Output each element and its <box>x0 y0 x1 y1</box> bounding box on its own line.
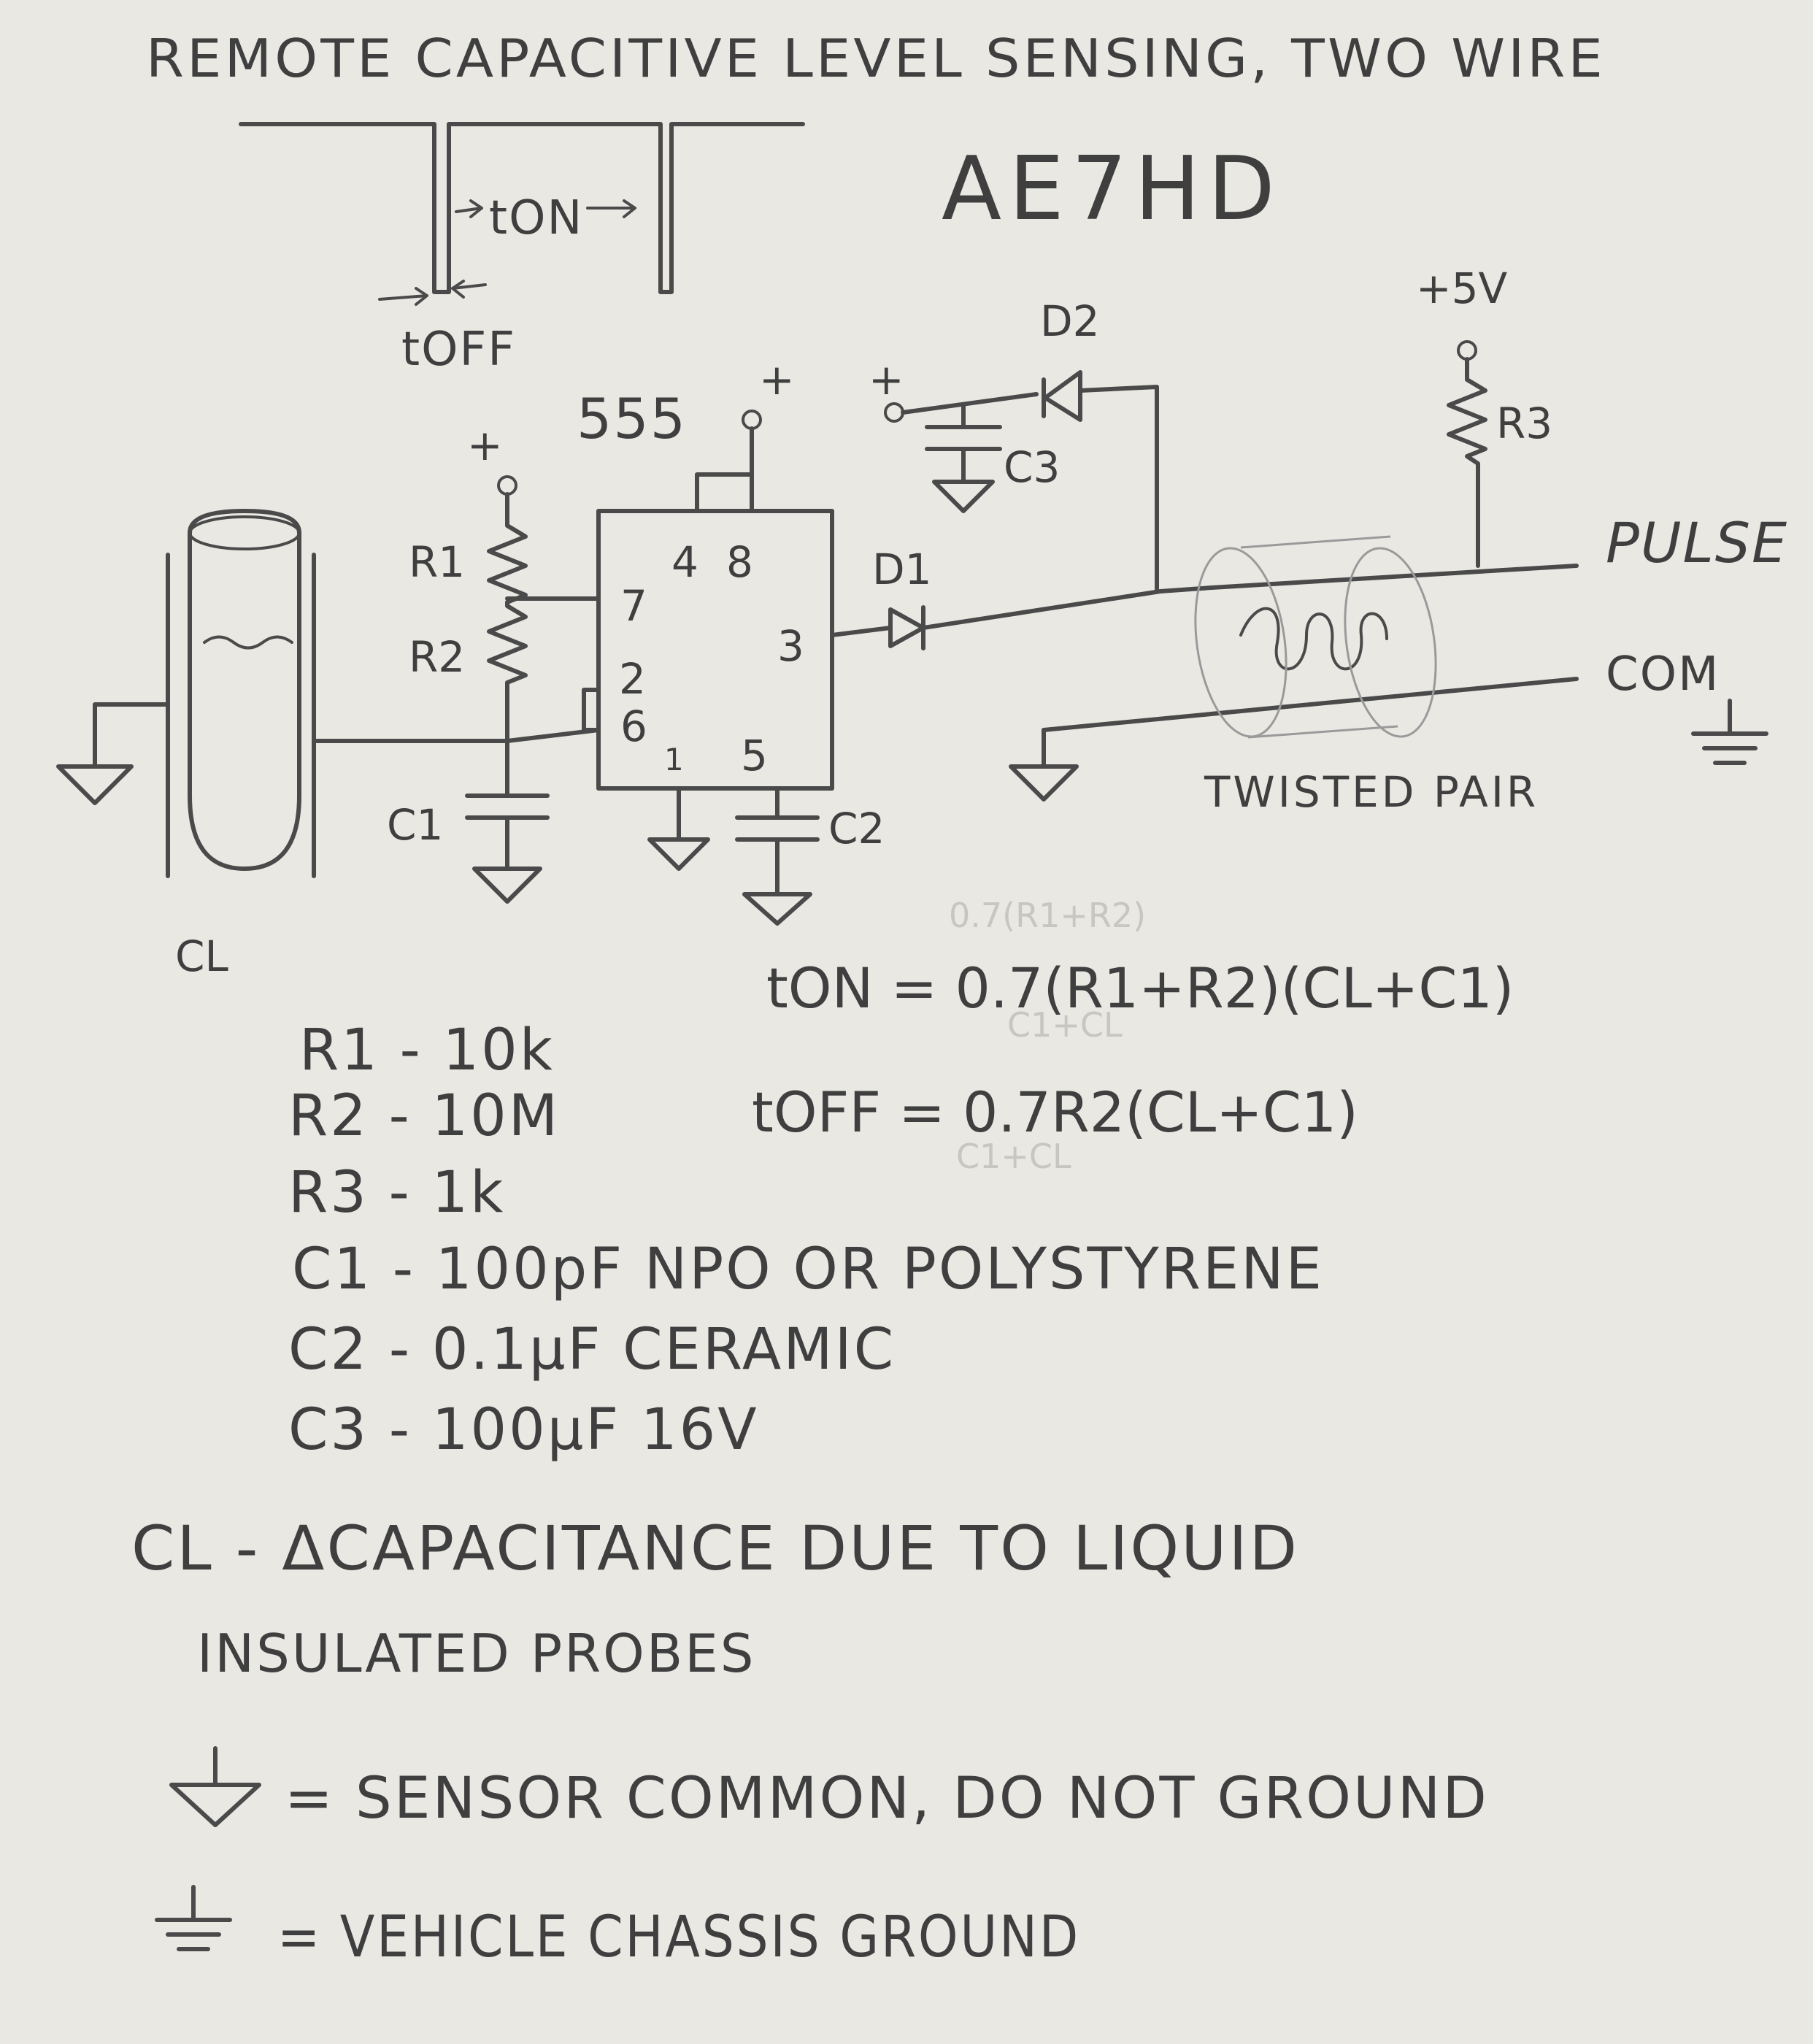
c1-label: C1 <box>387 800 443 850</box>
part-c1: C1 - 100pF NPO OR POLYSTYRENE <box>292 1237 1324 1302</box>
pin5-label: 5 <box>741 731 768 780</box>
r3-label: R3 <box>1496 399 1552 448</box>
twisted-pair-coil <box>1194 535 1437 739</box>
c3-supply-wire <box>901 392 1039 415</box>
ton-formula: tON = 0.7(R1+R2)(CL+C1) <box>766 956 1514 1021</box>
d1-to-pulse-wire <box>921 585 1214 630</box>
pin3-output-wire <box>830 626 893 637</box>
left-probe-ground-wire <box>93 702 170 769</box>
com-ground-wire <box>1009 728 1079 802</box>
twisted-pair-label: TWISTED PAIR <box>1204 767 1539 817</box>
pin4-label: 4 <box>671 537 698 587</box>
r3-resistor <box>1447 357 1487 568</box>
toff-formula: tOFF = 0.7R2(CL+C1) <box>752 1080 1358 1145</box>
timing-waveform <box>239 122 805 306</box>
r1-label: R1 <box>409 537 465 587</box>
chassis-ground-note: = VEHICLE CHASSIS GROUND <box>277 1905 1080 1970</box>
cl-label: CL <box>175 931 228 981</box>
ghost-formula-mid: C1+CL <box>1007 1005 1123 1045</box>
c3-plus-label: + <box>869 355 904 404</box>
t-on-label: tON <box>489 191 583 245</box>
pin2-pin6-tie <box>582 688 601 732</box>
part-r3: R3 - 1k <box>288 1160 505 1226</box>
sensor-common-note: = SENSOR COMMON, DO NOT GROUND <box>285 1766 1489 1832</box>
c2-label: C2 <box>828 804 885 853</box>
left-sensor-common-symbol <box>56 764 134 805</box>
pin7-label: 7 <box>620 581 647 631</box>
d1-label: D1 <box>872 545 932 594</box>
ghost-formula-top: 0.7(R1+R2) <box>949 896 1146 935</box>
cl-definition-note: CL - ΔCAPACITANCE DUE TO LIQUID <box>131 1513 1299 1584</box>
com-label: COM <box>1606 648 1720 702</box>
r1-plus-label: + <box>467 420 503 470</box>
plus5v-label: +5V <box>1416 264 1507 313</box>
pin3-label: 3 <box>777 621 804 671</box>
insulated-probes-note: INSULATED PROBES <box>197 1623 755 1684</box>
ic-555-label: 555 <box>577 386 687 451</box>
chassis-ground-legend-symbol <box>155 1885 232 1951</box>
ghost-formula-bottom: C1+CL <box>956 1137 1071 1176</box>
part-r1: R1 - 10k <box>299 1018 555 1083</box>
c3-label: C3 <box>1004 442 1060 492</box>
c2-capacitor <box>735 786 820 926</box>
r1-r2-chain <box>487 475 601 776</box>
ic-555-body <box>596 509 834 791</box>
part-c3: C3 - 100µF 16V <box>288 1397 759 1463</box>
d2-diode <box>1042 370 1082 422</box>
d2-label: D2 <box>1040 296 1100 346</box>
pin2-label: 2 <box>619 654 646 704</box>
ic-plus-label: + <box>759 355 795 404</box>
liquid-probe-tank <box>166 509 316 878</box>
pin8-label: 8 <box>726 537 753 587</box>
com-line <box>1042 677 1579 732</box>
d2-to-line-wire <box>1078 385 1159 593</box>
sensor-common-legend-symbol <box>169 1746 261 1827</box>
parts-list: R1 - 10k R2 - 10M R3 - 1k C1 - 100pF NPO… <box>288 1018 1324 1463</box>
pulse-label: PULSE <box>1606 510 1788 575</box>
r2-label: R2 <box>409 632 465 682</box>
c1-capacitor <box>465 772 550 904</box>
t-off-label: tOFF <box>401 323 516 377</box>
pin1-ground-wire <box>647 786 710 871</box>
part-c2: C2 - 0.1µF CERAMIC <box>288 1317 896 1383</box>
diagram-title: REMOTE CAPACITIVE LEVEL SENSING, TWO WIR… <box>146 28 1606 89</box>
pulse-line <box>1209 564 1579 590</box>
pin4-pin8-tie <box>695 426 754 513</box>
part-r2: R2 - 10M <box>288 1083 560 1149</box>
author-callsign: AE7HD <box>942 139 1282 240</box>
pin1-label: 1 <box>664 742 684 777</box>
chassis-ground-symbol-com <box>1691 699 1768 765</box>
pin6-label: 6 <box>620 702 647 751</box>
c3-capacitor <box>925 403 1002 513</box>
